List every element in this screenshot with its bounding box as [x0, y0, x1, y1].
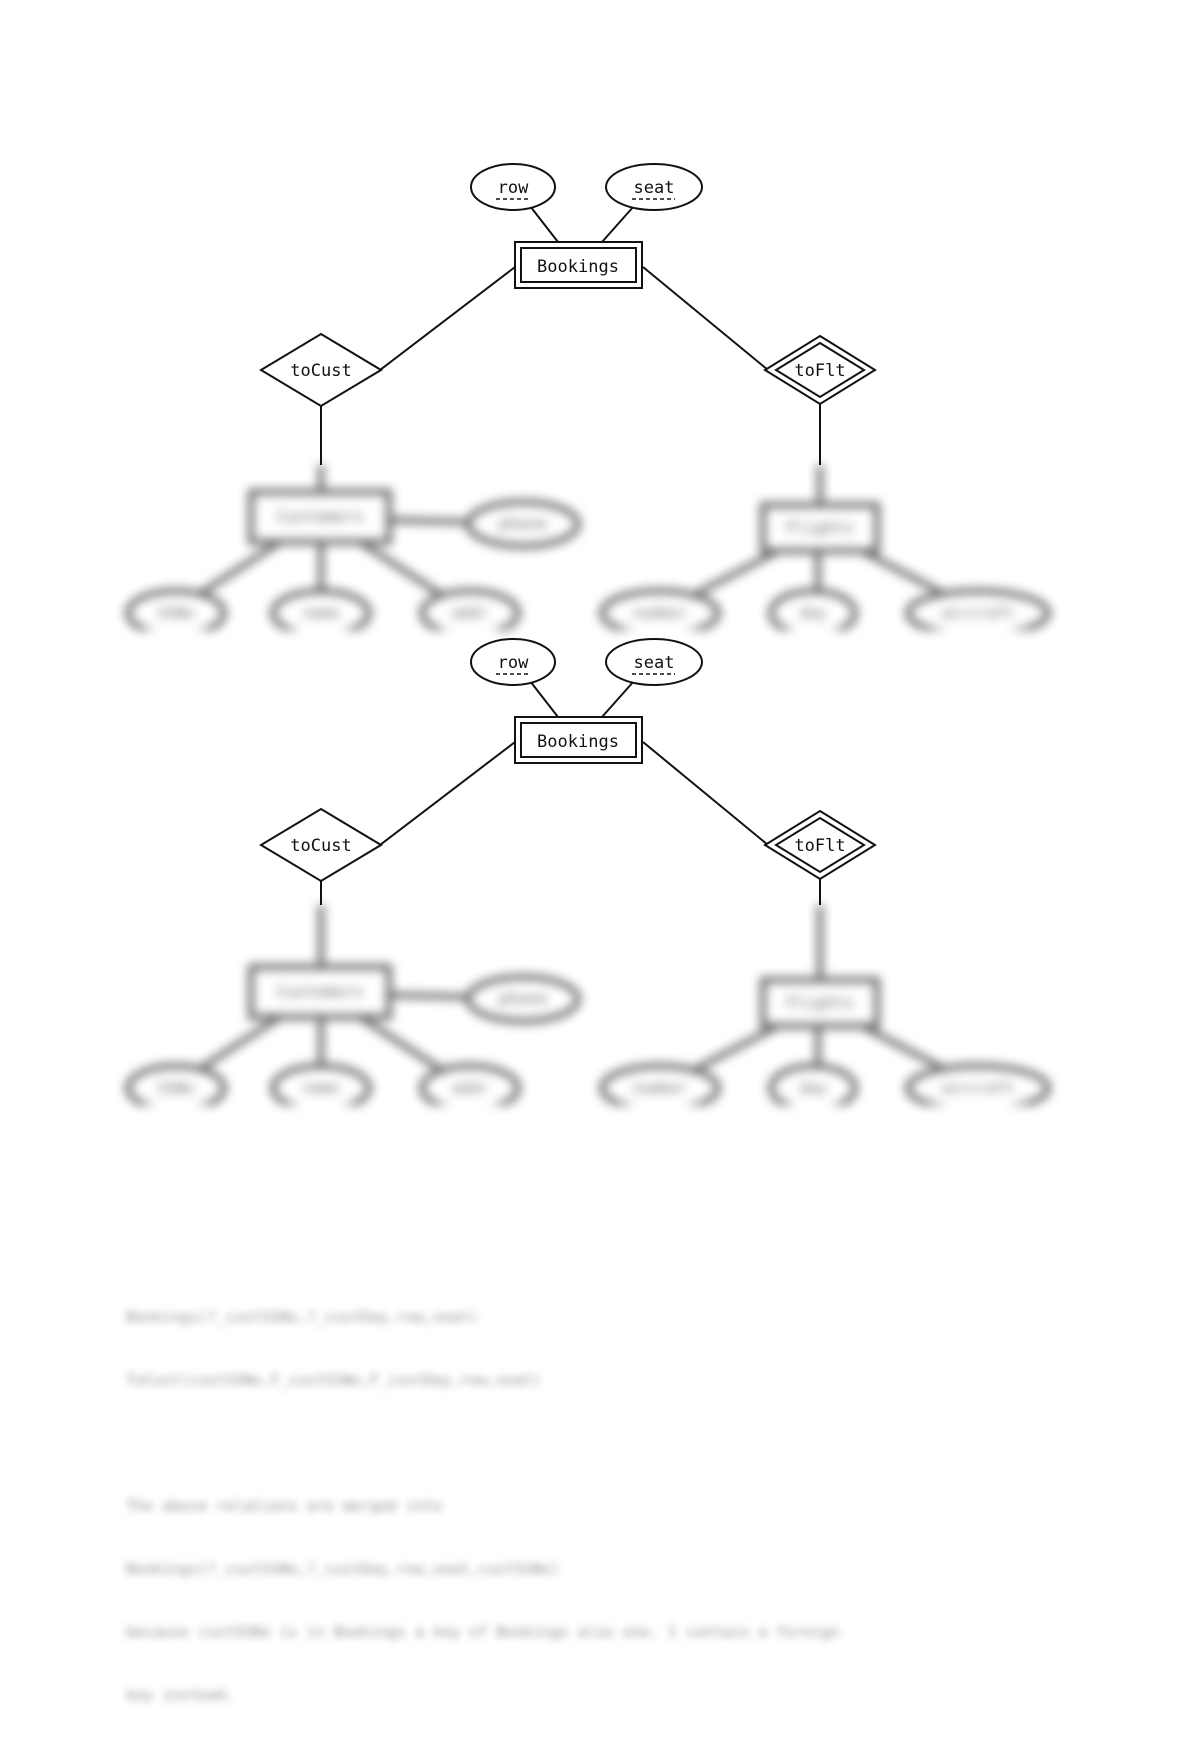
- relationship-tocust: toCust: [259, 807, 383, 883]
- relationship-tocust-label: toCust: [290, 836, 351, 856]
- attribute-row: row: [470, 638, 556, 686]
- attribute-name-label: name: [303, 604, 339, 622]
- er-diagram-bottom: row seat Bookings toCust toFlt: [0, 625, 1180, 1113]
- attribute-row-label: row: [498, 178, 529, 198]
- relationship-tocust-label: toCust: [290, 361, 351, 381]
- entity-flights-label: Flights: [786, 518, 853, 537]
- attribute-row-label: row: [498, 653, 529, 673]
- entity-bookings: Bookings: [514, 241, 643, 289]
- attribute-row: row: [470, 163, 556, 211]
- attribute-number-label: number: [633, 604, 687, 622]
- entity-customers-label: Customers: [277, 507, 364, 526]
- attribute-aircraft-label: aircraft: [942, 604, 1014, 622]
- attribute-addr-label: addr: [452, 1079, 488, 1097]
- relationship-toflt-label: toFlt: [794, 361, 845, 381]
- relation-notes: Bookings(?_custSSNo,?_custDay,row,seat) …: [126, 1265, 1066, 1748]
- attribute-number-label: number: [633, 1079, 687, 1097]
- er-diagram-svg-2: row seat Bookings toCust toFlt: [259, 638, 877, 905]
- notes-line: because custSSNo is in Bookings a key of…: [126, 1623, 840, 1641]
- attribute-addr-label: addr: [452, 604, 488, 622]
- entity-flights-label: Flights: [786, 993, 853, 1012]
- attribute-day-label: day: [799, 1079, 826, 1097]
- attribute-seat: seat: [605, 638, 703, 686]
- er-diagram-top: row seat Bookings toCust: [0, 150, 1180, 638]
- relationship-toflt: toFlt: [763, 334, 877, 406]
- attribute-aircraft-label: aircraft: [942, 1079, 1014, 1097]
- blurred-lower-diagram-2: Customers phone Flights SSNo name addr n…: [0, 625, 1180, 1113]
- notes-line: The above relations are merged into: [126, 1497, 443, 1515]
- notes-line: Bookings(?_custSSNo,?_custDay,row,seat,c…: [126, 1560, 560, 1578]
- attribute-seat-label: seat: [634, 653, 675, 673]
- attribute-name-label: name: [303, 1079, 339, 1097]
- document-page: row seat Bookings toCust: [0, 150, 1180, 1704]
- attribute-ssno-label: SSNo: [158, 1079, 194, 1097]
- blurred-lower-diagram: Customers phone Flights SSNo name addr n…: [0, 150, 1180, 638]
- entity-customers-label: Customers: [277, 982, 364, 1001]
- attribute-phone-label: phone: [499, 514, 547, 533]
- notes-line: ToCust(custSSNo,F_custSSNo,F_custDay,row…: [126, 1371, 542, 1389]
- attribute-ssno-label: SSNo: [158, 604, 194, 622]
- relationship-toflt-label: toFlt: [794, 836, 845, 856]
- attribute-seat: seat: [605, 163, 703, 211]
- relationship-tocust: toCust: [259, 332, 383, 408]
- entity-bookings: Bookings: [514, 716, 643, 764]
- attribute-phone-label: phone: [499, 989, 547, 1008]
- entity-bookings-label: Bookings: [537, 257, 619, 277]
- attribute-day-label: day: [799, 604, 826, 622]
- attribute-seat-label: seat: [634, 178, 675, 198]
- notes-line: key instead.: [126, 1686, 235, 1704]
- relationship-toflt: toFlt: [763, 809, 877, 881]
- entity-bookings-label: Bookings: [537, 732, 619, 752]
- er-diagram-svg: row seat Bookings toCust: [259, 163, 877, 465]
- notes-line: Bookings(?_custSSNo,?_custDay,row,seat): [126, 1308, 479, 1326]
